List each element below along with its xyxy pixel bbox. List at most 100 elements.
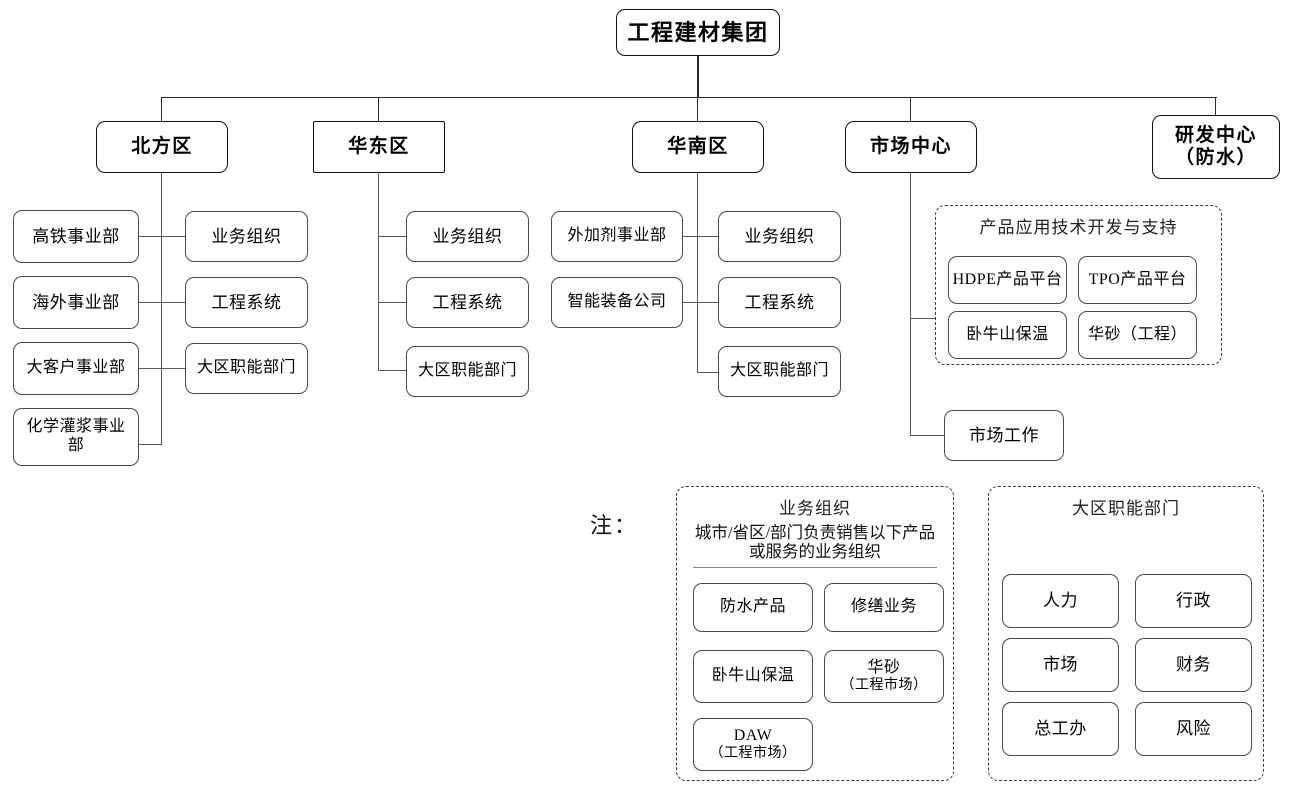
north-function-0[interactable]: 业务组织: [185, 211, 308, 262]
north-unit-2[interactable]: 大客户事业部: [13, 342, 139, 395]
connector-market-group: [910, 318, 936, 320]
market-product-3[interactable]: 华砂（工程）: [1078, 311, 1197, 359]
north-unit-label-0: 高铁事业部: [32, 226, 120, 246]
connector-level2-bus: [162, 97, 1217, 99]
legend-region-item-2[interactable]: 市场: [1002, 638, 1119, 692]
connector-drop-north: [161, 97, 163, 122]
root-node-group[interactable]: 工程建材集团: [616, 9, 780, 56]
connector-east-trunk: [378, 173, 380, 371]
root-node-label: 工程建材集团: [627, 19, 769, 45]
north-unit-0[interactable]: 高铁事业部: [13, 210, 139, 263]
division-label-market: 市场中心: [869, 135, 952, 157]
connector-south-trunk: [697, 173, 699, 373]
north-unit-label-3: 化学灌浆事业部: [26, 418, 126, 454]
legend-region-item-0[interactable]: 人力: [1002, 574, 1119, 628]
connector-root-stem: [697, 56, 699, 98]
south-unit-1[interactable]: 智能装备公司: [551, 277, 683, 328]
connector-drop-south: [697, 97, 699, 122]
legend-business-org-divider: [693, 566, 937, 568]
east-function-0[interactable]: 业务组织: [406, 211, 529, 262]
legend-region-functions-title: 大区职能部门: [1072, 499, 1180, 518]
connector-north-trunk: [161, 173, 163, 445]
market-product-2[interactable]: 卧牛山保温: [948, 311, 1067, 359]
legend-region-item-label-0: 人力: [1043, 591, 1078, 611]
division-node-south[interactable]: 华南区: [632, 121, 764, 173]
market-work-node[interactable]: 市场工作: [944, 410, 1064, 461]
legend-region-item-label-1: 行政: [1176, 591, 1211, 611]
division-label-rnd-line2: （防水）: [1174, 147, 1257, 168]
legend-region-item-4[interactable]: 总工办: [1002, 702, 1119, 756]
legend-business-item-sublabel-4: （工程市场）: [709, 745, 797, 761]
north-function-label-1: 工程系统: [211, 292, 282, 312]
connector-south-right-1: [697, 302, 719, 304]
connector-drop-east: [378, 97, 380, 122]
east-function-label-0: 业务组织: [432, 226, 503, 246]
legend-business-item-label-4: DAW: [733, 727, 773, 745]
north-function-1[interactable]: 工程系统: [185, 277, 308, 328]
connector-south-right-2: [697, 372, 719, 374]
connector-drop-rnd: [1215, 97, 1217, 122]
legend-business-item-4[interactable]: DAW （工程市场）: [693, 718, 813, 771]
connector-north-left-3: [139, 444, 162, 446]
connector-east-1: [378, 302, 407, 304]
south-unit-label-1: 智能装备公司: [567, 293, 667, 311]
legend-business-item-sublabel-3: （工程市场）: [840, 677, 928, 693]
market-work-label: 市场工作: [969, 425, 1039, 445]
legend-business-item-0[interactable]: 防水产品: [693, 583, 813, 632]
south-function-2[interactable]: 大区职能部门: [718, 346, 841, 397]
legend-business-org-description: 城市/省区/部门负责销售以下产品或服务的业务组织: [694, 523, 936, 562]
legend-business-item-label-1: 修缮业务: [850, 598, 917, 616]
connector-north-right-1: [161, 302, 186, 304]
legend-region-item-1[interactable]: 行政: [1135, 574, 1252, 628]
south-function-label-2: 大区职能部门: [729, 362, 829, 380]
legend-business-org-panel: 业务组织 城市/省区/部门负责销售以下产品或服务的业务组织: [676, 486, 954, 781]
north-function-2[interactable]: 大区职能部门: [185, 343, 308, 394]
north-unit-1[interactable]: 海外事业部: [13, 276, 139, 329]
legend-business-item-label-3: 华砂: [867, 659, 901, 677]
division-node-east[interactable]: 华东区: [313, 121, 445, 173]
east-function-2[interactable]: 大区职能部门: [406, 346, 529, 397]
division-node-market[interactable]: 市场中心: [845, 121, 977, 173]
market-product-label-0: HDPE产品平台: [952, 270, 1063, 288]
south-function-label-1: 工程系统: [744, 292, 815, 312]
market-product-label-2: 卧牛山保温: [966, 325, 1049, 343]
legend-region-item-5[interactable]: 风险: [1135, 702, 1252, 756]
connector-market-trunk: [910, 173, 912, 436]
connector-north-left-0: [139, 236, 162, 238]
division-label-east: 华东区: [348, 135, 410, 157]
south-unit-label-0: 外加剂事业部: [567, 227, 667, 245]
division-node-north[interactable]: 北方区: [96, 121, 228, 173]
legend-region-item-label-4: 总工办: [1034, 719, 1087, 739]
legend-business-item-2[interactable]: 卧牛山保温: [693, 650, 813, 703]
north-unit-3[interactable]: 化学灌浆事业部: [13, 408, 139, 466]
market-product-1[interactable]: TPO产品平台: [1078, 256, 1197, 304]
division-node-rnd[interactable]: 研发中心 （防水）: [1152, 115, 1280, 179]
connector-east-2: [378, 370, 407, 372]
division-label-south: 华南区: [667, 135, 729, 157]
east-function-label-2: 大区职能部门: [417, 362, 517, 380]
legend-region-item-label-3: 财务: [1176, 655, 1211, 675]
north-unit-label-1: 海外事业部: [32, 292, 120, 312]
connector-north-left-2: [139, 368, 162, 370]
east-function-1[interactable]: 工程系统: [406, 277, 529, 328]
south-function-label-0: 业务组织: [744, 226, 815, 246]
connector-north-right-2: [161, 368, 186, 370]
connector-market-work: [910, 435, 945, 437]
legend-business-org-title: 业务组织: [779, 499, 851, 518]
legend-business-item-label-0: 防水产品: [719, 598, 786, 616]
connector-south-right-0: [697, 236, 719, 238]
market-product-0[interactable]: HDPE产品平台: [948, 256, 1067, 304]
south-unit-0[interactable]: 外加剂事业部: [551, 211, 683, 262]
division-label-rnd-line1: 研发中心: [1174, 124, 1257, 146]
south-function-0[interactable]: 业务组织: [718, 211, 841, 262]
market-product-label-3: 华砂（工程）: [1087, 325, 1187, 343]
legend-business-item-3[interactable]: 华砂 （工程市场）: [824, 650, 944, 703]
legend-business-item-1[interactable]: 修缮业务: [824, 583, 944, 632]
legend-region-item-label-5: 风险: [1176, 719, 1211, 739]
south-function-1[interactable]: 工程系统: [718, 277, 841, 328]
north-function-label-0: 业务组织: [211, 226, 282, 246]
north-function-label-2: 大区职能部门: [196, 359, 296, 377]
north-unit-label-2: 大客户事业部: [26, 359, 126, 377]
legend-region-item-3[interactable]: 财务: [1135, 638, 1252, 692]
